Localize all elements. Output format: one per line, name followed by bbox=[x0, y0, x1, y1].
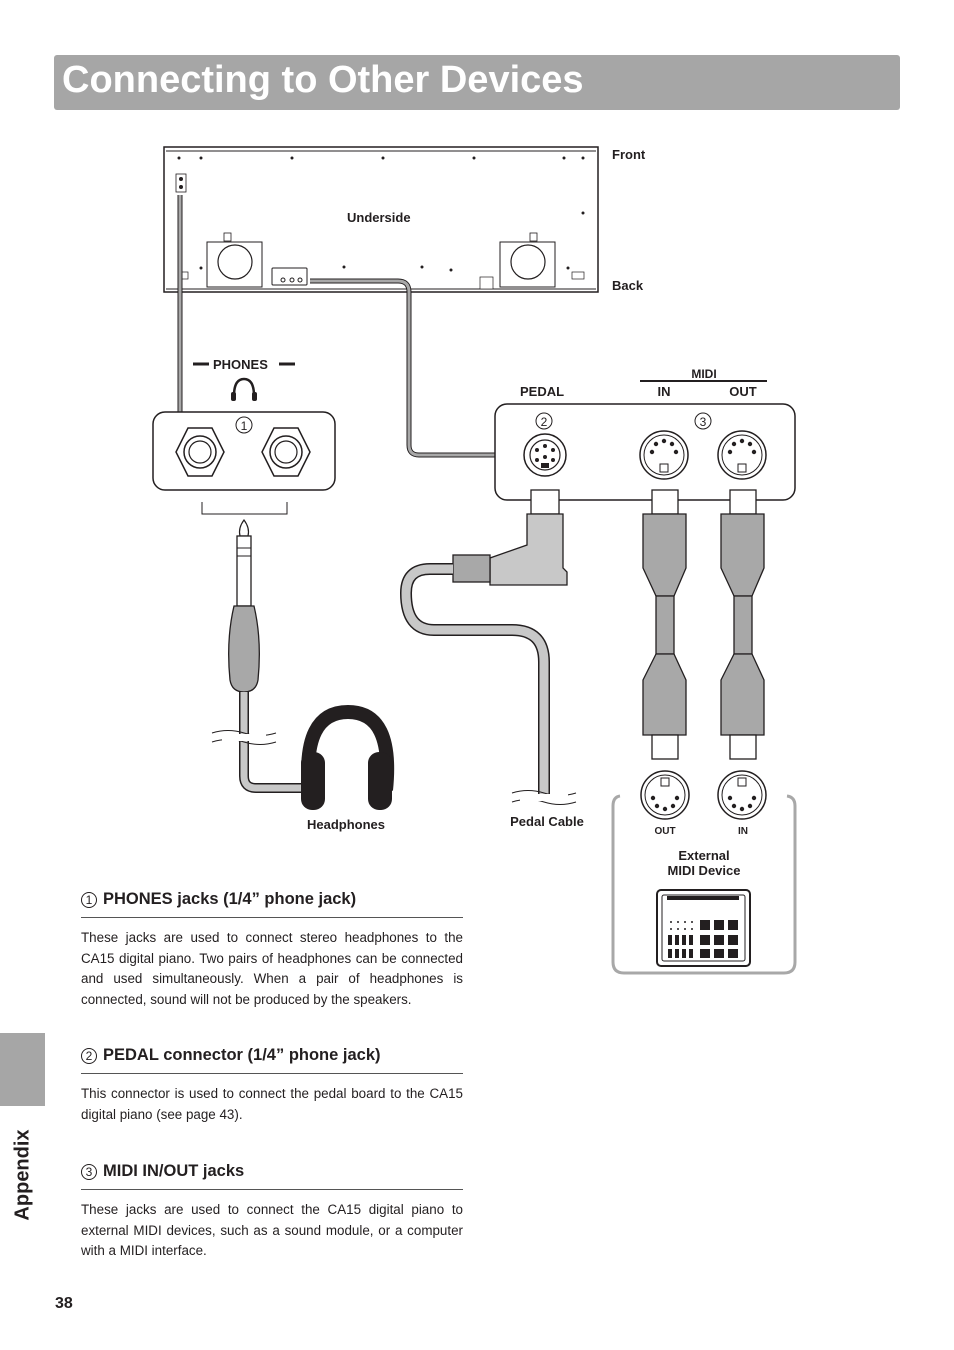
section-number: 3 bbox=[81, 1163, 97, 1180]
section-heading: 3 MIDI IN/OUT jacks bbox=[81, 1162, 463, 1190]
side-tab bbox=[0, 1033, 45, 1106]
external-label-line2: MIDI Device bbox=[668, 863, 741, 878]
piano-underside bbox=[163, 146, 599, 293]
section-body: These jacks are used to connect the CA15… bbox=[81, 1202, 463, 1258]
sound-module-icon bbox=[656, 889, 751, 967]
headphone-plug bbox=[228, 518, 260, 693]
midi-cable-in bbox=[642, 489, 687, 760]
device-out-label: OUT bbox=[654, 826, 675, 837]
section-midi: 3 MIDI IN/OUT jacks These jacks are used… bbox=[81, 1162, 463, 1262]
side-label-text: Appendix bbox=[11, 1129, 34, 1221]
external-label-line1: External bbox=[678, 848, 729, 863]
section-heading: 1 PHONES jacks (1/4” phone jack) bbox=[81, 890, 463, 918]
section-body: This connector is used to connect the pe… bbox=[81, 1086, 463, 1122]
midi-in-label: IN bbox=[658, 384, 671, 399]
headphones-label: Headphones bbox=[307, 817, 385, 832]
section-body: These jacks are used to connect stereo h… bbox=[81, 930, 463, 1007]
section-title: MIDI IN/OUT jacks bbox=[103, 1162, 245, 1180]
side-label: Appendix bbox=[8, 1125, 38, 1225]
midi-out-label: OUT bbox=[729, 384, 757, 399]
device-in-label: IN bbox=[738, 826, 748, 837]
page-title: Connecting to Other Devices bbox=[62, 59, 584, 101]
midi-label: MIDI bbox=[691, 367, 716, 381]
marker-3: 3 bbox=[700, 415, 707, 429]
pedal-plug bbox=[452, 489, 568, 586]
section-title: PEDAL connector (1/4” phone jack) bbox=[103, 1046, 381, 1064]
phones-label: PHONES bbox=[213, 357, 268, 372]
section-pedal: 2 PEDAL connector (1/4” phone jack) This… bbox=[81, 1046, 463, 1125]
midi-cable-out bbox=[720, 489, 765, 760]
section-number: 2 bbox=[81, 1047, 97, 1064]
underside-label: Underside bbox=[347, 210, 411, 225]
section-title: PHONES jacks (1/4” phone jack) bbox=[103, 890, 357, 908]
pedal-midi-panel: PEDAL MIDI IN OUT 2 3 bbox=[494, 367, 796, 501]
front-label: Front bbox=[612, 147, 646, 162]
page-number: 38 bbox=[55, 1295, 73, 1312]
pedal-cable-label: Pedal Cable bbox=[510, 814, 584, 829]
marker-2: 2 bbox=[541, 415, 548, 429]
section-phones: 1 PHONES jacks (1/4” phone jack) These j… bbox=[81, 890, 463, 1010]
title-bar: Connecting to Other Devices bbox=[54, 55, 900, 110]
phones-panel: PHONES 1 bbox=[152, 357, 336, 515]
headphones-icon bbox=[301, 704, 395, 810]
pedal-label: PEDAL bbox=[520, 384, 564, 399]
marker-1: 1 bbox=[241, 419, 248, 433]
external-midi-device: OUT IN External MIDI Device bbox=[611, 770, 797, 975]
back-label: Back bbox=[612, 278, 644, 293]
headphone-symbol-icon bbox=[231, 377, 257, 401]
section-heading: 2 PEDAL connector (1/4” phone jack) bbox=[81, 1046, 463, 1074]
section-number: 1 bbox=[81, 891, 97, 908]
